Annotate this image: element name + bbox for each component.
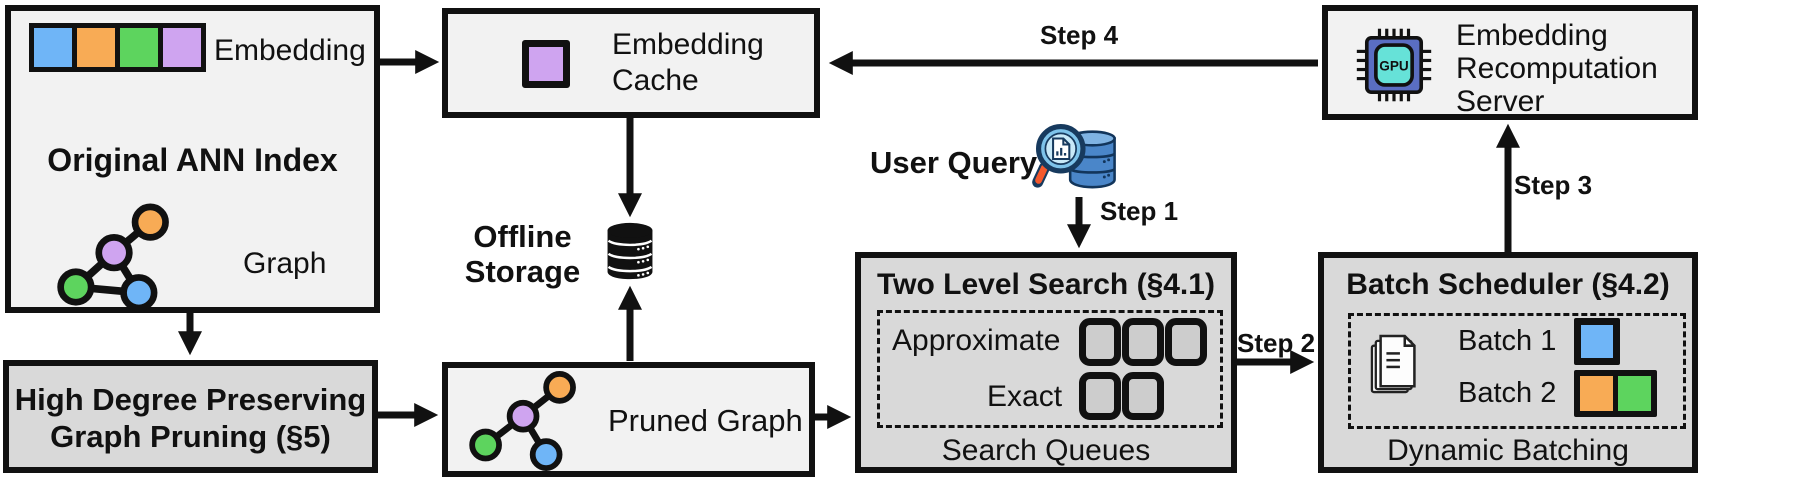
batch-scheduler-title: Batch Scheduler (§4.2): [1346, 268, 1670, 301]
embedding-cache-box: Embedding Cache: [442, 8, 820, 118]
step-1-label: Step 1: [1100, 196, 1179, 226]
original-ann-index-box: Embedding Original ANN Index Graph: [5, 5, 380, 313]
documents-stack-icon: [1370, 334, 1416, 394]
graph-label: Graph: [243, 247, 327, 280]
two-level-search-box: Two Level Search (§4.1) Approximate Exac…: [855, 252, 1237, 473]
batch-2-item-orange: [1580, 376, 1613, 411]
two-level-search-title: Two Level Search (§4.1): [877, 268, 1215, 301]
pruned-graph-box: Pruned Graph: [442, 362, 815, 477]
pruned-graph-icon: [469, 371, 576, 471]
batch-1-label: Batch 1: [1458, 325, 1557, 357]
queue-slot: [1165, 318, 1207, 366]
batch-scheduler-box: Batch Scheduler (§4.2) Batch 1 Batch 2 D…: [1318, 252, 1698, 473]
step-3-label: Step 3: [1514, 170, 1593, 200]
batch-2-label: Batch 2: [1458, 377, 1557, 409]
batch-2-items-icon: [1574, 370, 1657, 417]
embedding-label: Embedding: [214, 34, 366, 67]
step-4-label: Step 4: [1040, 20, 1119, 50]
approximate-label: Approximate: [892, 324, 1061, 357]
embedding-cache-label: Embedding Cache: [612, 28, 764, 97]
cached-embedding-icon: [522, 40, 570, 88]
step-2-label: Step 2: [1237, 328, 1316, 358]
gpu-chip-icon: GPU: [1356, 28, 1432, 102]
offline-storage-database-icon: [607, 222, 653, 280]
batch-2-item-green: [1618, 376, 1651, 411]
exact-queue-icons: [1079, 372, 1164, 420]
pruned-graph-label: Pruned Graph: [608, 403, 803, 438]
graph-pruning-title: High Degree Preserving Graph Pruning (§5…: [14, 382, 367, 454]
original-ann-index-title: Original ANN Index: [47, 142, 338, 178]
approximate-queue-icons: [1079, 318, 1207, 366]
recomputation-server-box: GPU Embedding Recomputation Server: [1322, 5, 1698, 120]
dynamic-batching-dashed-box: [1348, 313, 1686, 429]
embedding-vector-icon: [29, 23, 206, 72]
queue-slot: [1122, 318, 1164, 366]
gpu-text: GPU: [1379, 58, 1408, 73]
dynamic-batching-label: Dynamic Batching: [1387, 434, 1629, 467]
exact-label: Exact: [987, 380, 1063, 413]
embedding-cell-blue: [34, 28, 72, 67]
batch-1-item-icon: [1574, 318, 1620, 365]
embedding-cell-green: [120, 28, 158, 67]
graph-icon: [57, 203, 169, 312]
search-queues-dashed-box: [877, 310, 1223, 428]
recomputation-server-label: Embedding Recomputation Server: [1456, 19, 1658, 118]
search-queues-label: Search Queues: [941, 434, 1151, 467]
offline-storage-label: Offline Storage: [464, 219, 581, 289]
queue-slot: [1122, 372, 1164, 420]
embedding-cell-orange: [77, 28, 115, 67]
user-query-search-icon: [1032, 123, 1116, 189]
user-query-label: User Query: [870, 145, 1038, 180]
embedding-cell-purple: [163, 28, 201, 67]
queue-slot: [1079, 318, 1121, 366]
queue-slot: [1079, 372, 1121, 420]
graph-pruning-box: High Degree Preserving Graph Pruning (§5…: [3, 360, 378, 473]
